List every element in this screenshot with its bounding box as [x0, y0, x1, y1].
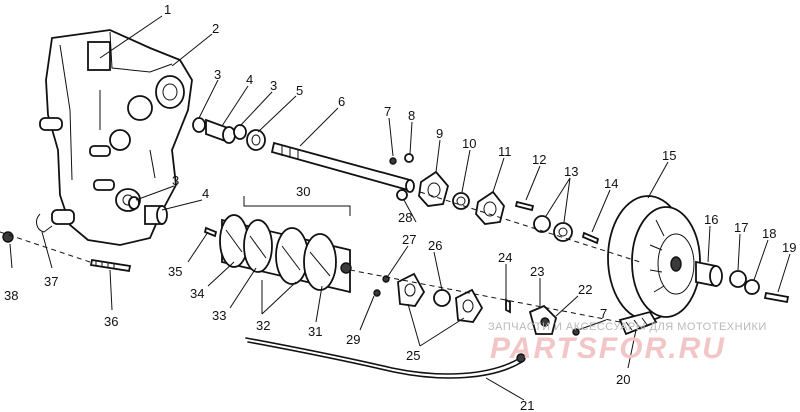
part-label-27: 27 [402, 232, 416, 247]
leader-lines [0, 15, 791, 401]
part-label-29: 29 [346, 332, 360, 347]
sprocket-assembly-30 [203, 214, 352, 294]
upper-shaft-parts [192, 117, 415, 193]
small-fasteners [389, 153, 414, 201]
part-label-11: 11 [498, 144, 512, 159]
part-label-37: 37 [44, 274, 58, 289]
part-label-13: 13 [564, 164, 578, 179]
part-label-20: 20 [616, 372, 630, 387]
part-label-26: 26 [428, 238, 442, 253]
part-label-1: 1 [164, 2, 171, 17]
part-label-32: 32 [256, 318, 270, 333]
shaft-6 [270, 141, 412, 192]
o-ring-3a [192, 117, 206, 133]
part-label-14: 14 [604, 176, 618, 191]
part-label-17: 17 [734, 220, 748, 235]
part-label-12: 12 [532, 152, 546, 167]
part-number-labels: 1 2 3 4 3 5 6 7 8 9 10 11 12 13 14 15 16… [4, 2, 796, 412]
bolt-19 [763, 291, 790, 304]
part-label-38: 38 [4, 288, 18, 303]
part-label-19: 19 [782, 240, 796, 255]
part-label-25: 25 [406, 348, 420, 363]
part-label-7a: 7 [384, 104, 391, 119]
part-label-22: 22 [578, 282, 592, 297]
part-label-35: 35 [168, 264, 182, 279]
lower-bearing [128, 196, 168, 225]
part-label-8: 8 [408, 108, 415, 123]
part-label-33: 33 [212, 308, 226, 323]
watermark: ЗАПЧАСТИ И АКСЕССУАРЫ ДЛЯ МОТОТЕХНИКИ PA… [488, 321, 767, 365]
part-label-16: 16 [704, 212, 718, 227]
part-label-34: 34 [190, 286, 204, 301]
washer-18 [744, 279, 760, 295]
washer-17 [729, 270, 747, 288]
part-label-21: 21 [520, 398, 534, 412]
part-label-18: 18 [762, 226, 776, 241]
part-label-15: 15 [662, 148, 676, 163]
lower-plates [373, 272, 580, 336]
drive-pulley-15 [607, 195, 701, 321]
part-label-3c: 3 [172, 173, 179, 188]
watermark-caption: ЗАПЧАСТИ И АКСЕССУАРЫ ДЛЯ МОТОТЕХНИКИ [488, 321, 767, 333]
part-label-4a: 4 [246, 72, 253, 87]
part-label-23: 23 [530, 264, 544, 279]
part-label-4b: 4 [202, 186, 209, 201]
part-label-31: 31 [308, 324, 322, 339]
part-label-36: 36 [104, 314, 118, 329]
washers-and-pin [533, 215, 600, 245]
o-ring-3b [233, 124, 247, 140]
part-label-3b: 3 [270, 78, 277, 93]
cable-21 [245, 337, 526, 379]
pulley-retainers [695, 260, 790, 304]
slide-20 [618, 310, 658, 336]
part-label-30: 30 [296, 184, 310, 199]
part-label-10: 10 [462, 136, 476, 151]
bearing-covers [418, 170, 535, 225]
part-label-3a: 3 [214, 67, 221, 82]
left-bolts [2, 231, 132, 273]
watermark-brand: PARTSFOR.RU [490, 332, 726, 365]
part-label-5: 5 [296, 83, 303, 98]
part-label-2: 2 [212, 21, 219, 36]
part-label-7b: 7 [600, 306, 607, 321]
part-label-24: 24 [498, 250, 512, 265]
part-label-6: 6 [338, 94, 345, 109]
gearcase-housing [36, 29, 193, 246]
part-label-28: 28 [398, 210, 412, 225]
bushing-5 [246, 129, 266, 151]
washer-28 [396, 189, 408, 201]
part-label-9: 9 [436, 126, 443, 141]
